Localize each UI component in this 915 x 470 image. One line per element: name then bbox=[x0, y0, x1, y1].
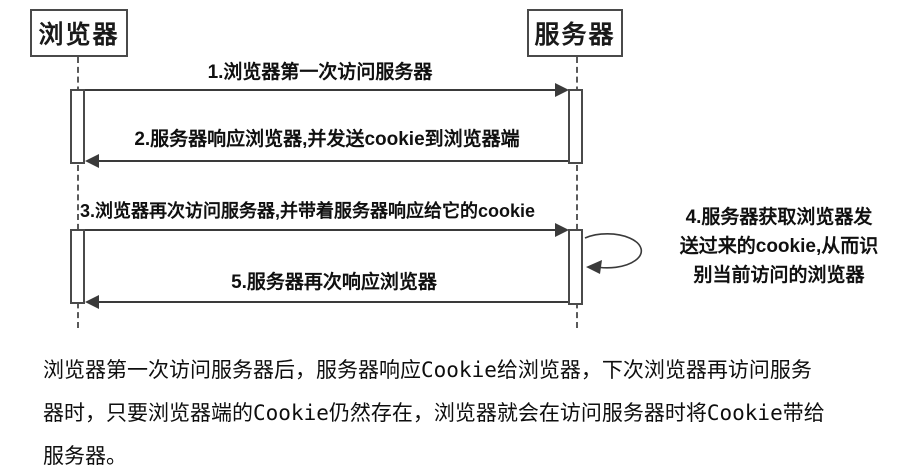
caption-line: 浏览器第一次访问服务器后，服务器响应Cookie给浏览器，下次浏览器再访问服务 bbox=[43, 358, 812, 382]
message-5-line bbox=[99, 301, 569, 303]
browser-activation-bar-2 bbox=[70, 229, 85, 304]
caption-line: 器时，只要浏览器端的Cookie仍然存在，浏览器就会在访问服务器时将Cookie… bbox=[43, 401, 825, 425]
self-loop-note-line: 4.服务器获取浏览器发 bbox=[685, 207, 873, 228]
self-loop-note-line: 送过来的cookie,从而识 bbox=[679, 236, 879, 257]
browser-actor-box: 浏览器 bbox=[30, 9, 128, 57]
server-activation-bar-1 bbox=[568, 89, 583, 164]
message-1-label: 1.浏览器第一次访问服务器 bbox=[207, 62, 433, 83]
server-self-loop-arrow bbox=[584, 233, 643, 274]
server-actor-box: 服务器 bbox=[527, 9, 623, 57]
message-5-label: 5.服务器再次响应浏览器 bbox=[231, 272, 437, 293]
server-activation-bar-2 bbox=[568, 229, 583, 305]
caption-line: 服务器。 bbox=[43, 444, 127, 468]
message-2-line bbox=[99, 160, 569, 162]
message-3-line bbox=[85, 229, 556, 231]
message-1-arrowhead-icon bbox=[555, 83, 569, 97]
browser-lifeline bbox=[77, 57, 79, 328]
message-2-label: 2.服务器响应浏览器,并发送cookie到浏览器端 bbox=[134, 129, 520, 150]
message-3-label: 3.浏览器再次访问服务器,并带着服务器响应给它的cookie bbox=[79, 201, 536, 221]
message-1-line bbox=[85, 89, 556, 91]
message-2-arrowhead-icon bbox=[85, 154, 99, 168]
self-loop-note-line: 别当前访问的浏览器 bbox=[693, 265, 865, 286]
browser-activation-bar-1 bbox=[70, 89, 85, 164]
self-loop-note: 4.服务器获取浏览器发 送过来的cookie,从而识 别当前访问的浏览器 bbox=[648, 203, 910, 290]
message-5-arrowhead-icon bbox=[85, 295, 99, 309]
browser-actor-label: 浏览器 bbox=[38, 21, 120, 49]
caption-paragraph: 浏览器第一次访问服务器后，服务器响应Cookie给浏览器，下次浏览器再访问服务 … bbox=[43, 349, 900, 470]
server-lifeline bbox=[576, 57, 578, 328]
server-actor-label: 服务器 bbox=[534, 21, 616, 49]
message-3-arrowhead-icon bbox=[555, 223, 569, 237]
